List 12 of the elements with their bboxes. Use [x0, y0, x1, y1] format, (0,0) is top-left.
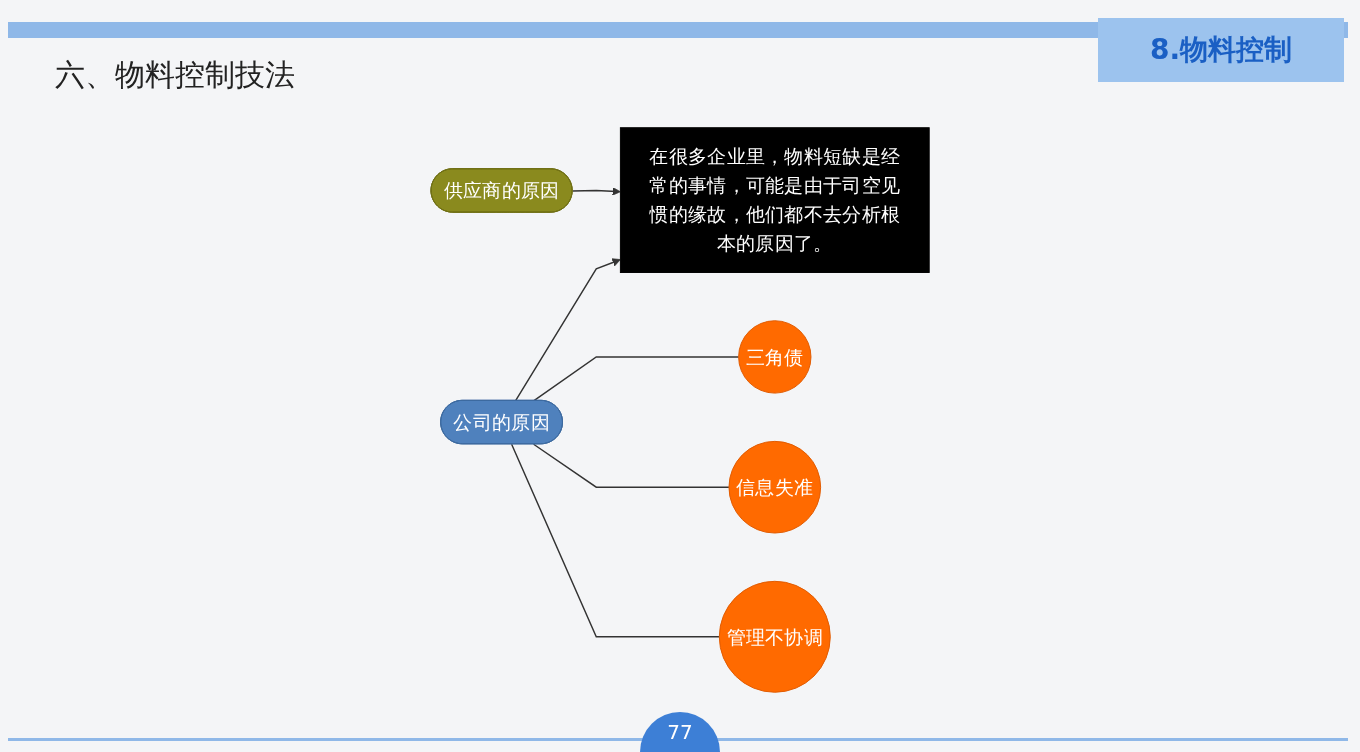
- connector: [510, 443, 720, 638]
- node-circle: 管理不协调: [718, 580, 831, 693]
- slide-title: 六、物料控制技法: [55, 56, 295, 94]
- arrow: [514, 258, 621, 402]
- connector: [532, 443, 730, 488]
- section-tab: 8.物料控制: [1098, 18, 1344, 82]
- node-box: 在很多企业里，物料短缺是经常的事情，可能是由于司空见惯的缘故，他们都不去分析根本的原因了。: [619, 127, 930, 273]
- node-circle: 信息失准: [728, 440, 821, 534]
- node-circle: 三角债: [738, 320, 812, 394]
- arrow: [571, 187, 621, 196]
- connector: [532, 356, 740, 402]
- page-number: 77: [640, 712, 720, 752]
